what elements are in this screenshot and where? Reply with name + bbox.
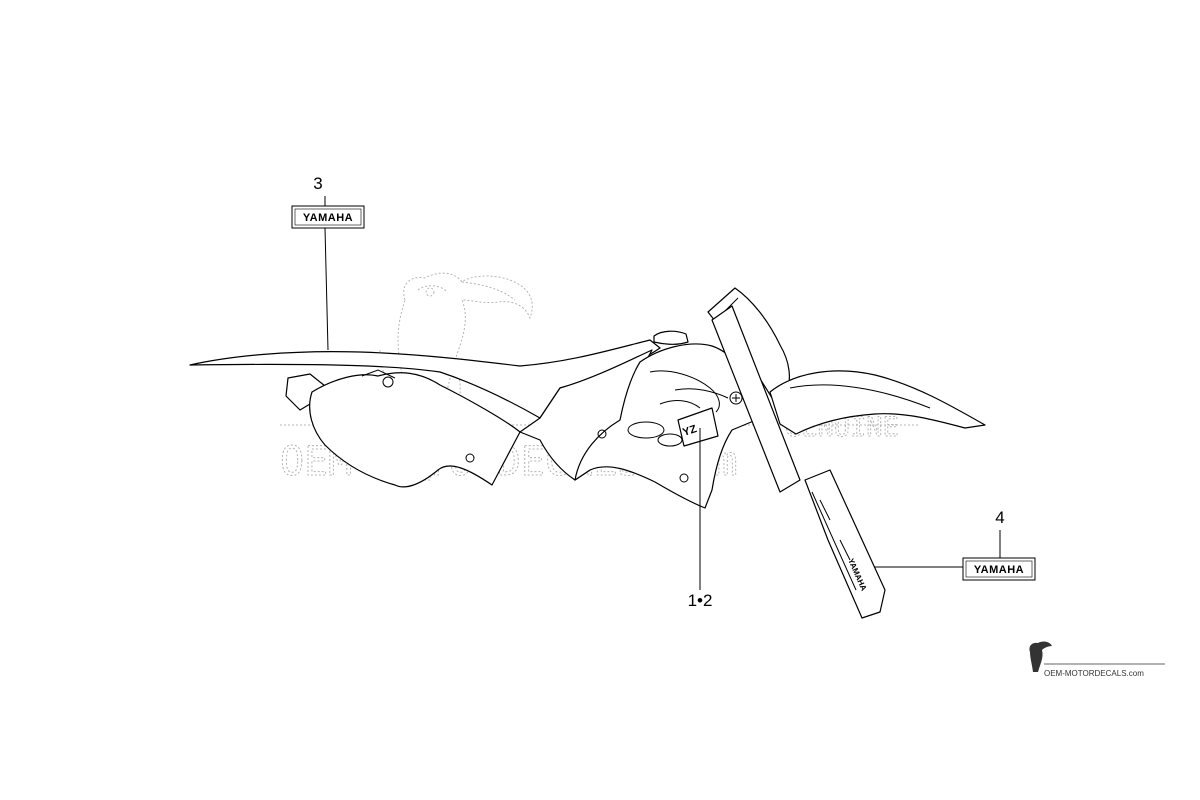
panel-bolt-hole	[465, 453, 475, 463]
callout-number-4: 4	[995, 508, 1004, 527]
fork-guard	[804, 469, 886, 619]
shroud-logo-block	[677, 407, 719, 447]
yamaha-decal-badge-4	[962, 557, 1036, 581]
shroud-bolt-hole	[597, 429, 607, 439]
callout-number-3: 3	[313, 174, 322, 193]
callout-part-3: 3 YAMAHA	[291, 174, 365, 351]
callout-number-1-2: 1•2	[688, 591, 713, 610]
leader-line-3	[324, 227, 329, 351]
badge-text-3: YAMAHA	[303, 212, 353, 224]
tank-cap	[653, 330, 689, 345]
panel-bolt-hole	[382, 376, 394, 388]
shroud-swoosh-graphic	[674, 388, 729, 399]
shroud-bolt-hole	[679, 473, 689, 483]
fork-upper	[711, 305, 801, 493]
shroud-logo-text: YZ	[681, 423, 698, 439]
badge-text-4: YAMAHA	[974, 564, 1024, 576]
front-fender	[769, 370, 986, 435]
yamaha-decal-badge-3	[291, 205, 365, 229]
seat-outline	[189, 339, 661, 419]
corner-site-logo: OEM-MOTORDECALS.com	[1029, 641, 1165, 678]
corner-logo-text: OEM-MOTORDECALS.com	[1044, 669, 1144, 678]
side-number-plate	[309, 372, 521, 488]
tuning-fork-logo-icon	[729, 391, 743, 405]
bird-logo-icon	[1029, 641, 1052, 672]
callout-part-4: 4 YAMAHA	[874, 508, 1036, 581]
motorcycle-plastics-drawing: YZ YAMAHA	[189, 287, 986, 619]
callout-part-1-2: 1•2	[688, 428, 713, 610]
